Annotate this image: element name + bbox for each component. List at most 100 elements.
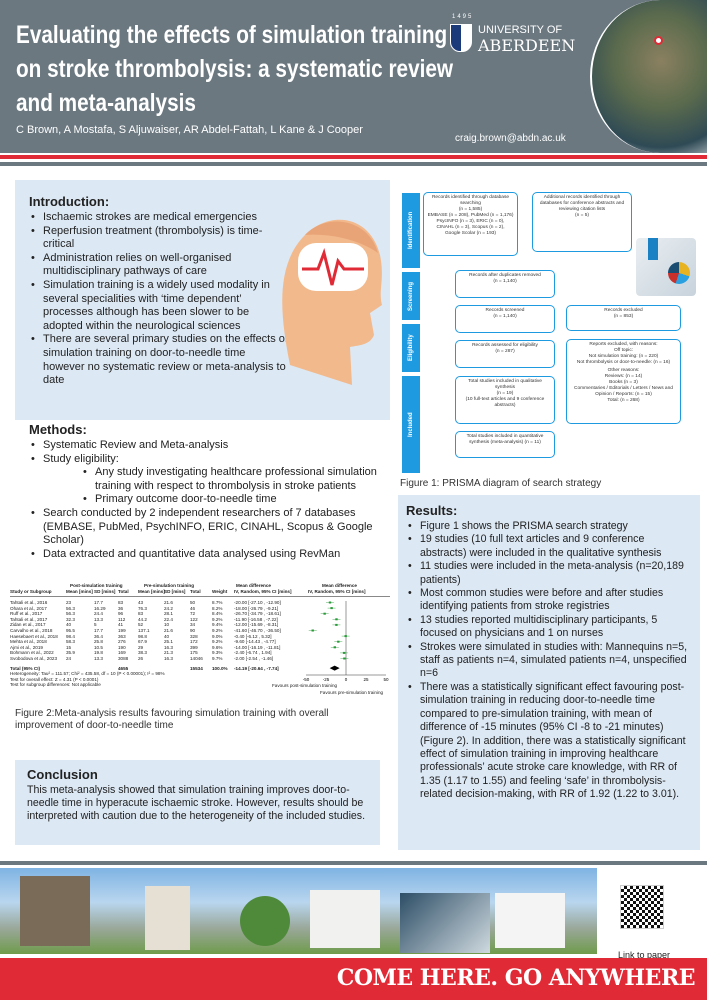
column-header: SD [mins]: [94, 589, 116, 594]
table-cell: -11.90 [-16.58 , -7.22]: [234, 616, 278, 622]
axis-tick-label: 50: [383, 677, 389, 682]
table-cell: 41: [118, 622, 124, 628]
md-plot-header: Mean difference: [322, 583, 357, 588]
table-cell: 83: [138, 611, 144, 617]
poster-title: Evaluating the effects of simulation tra…: [16, 21, 454, 117]
favours-left-label: Favours post-simulation training: [272, 683, 338, 688]
table-cell: -0.40 [-6.12 , 5.32]: [234, 633, 272, 639]
column-header: Total: [190, 589, 201, 594]
table-cell: 10.5: [94, 644, 103, 650]
documents-folder-icon: [636, 238, 696, 296]
table-cell: 276: [118, 639, 126, 645]
table-cell: 40: [164, 633, 170, 639]
heartbeat-icon: [302, 247, 364, 286]
table-cell: 9.2%: [212, 628, 223, 633]
table-cell: 35.9: [66, 650, 75, 656]
table-cell: 122: [190, 616, 198, 622]
prisma-text: Records after duplicates removed: [469, 273, 541, 278]
table-cell: 83: [118, 600, 124, 605]
qr-code[interactable]: [620, 885, 664, 929]
conclusion-heading: Conclusion: [27, 767, 98, 782]
column-header: Mean [mins]: [138, 589, 165, 594]
table-cell: 24.4: [94, 611, 103, 617]
table-cell: 9.6%: [212, 644, 223, 650]
table-cell: 24.2: [164, 605, 173, 611]
intro-item: Administration relies on well-organised …: [29, 252, 289, 279]
table-cell: 4655: [118, 665, 129, 671]
db-records-box: Records identified through database sear…: [423, 192, 518, 256]
logo-line2: ABERDEEN: [478, 36, 576, 55]
prisma-text: (n = 1,585): [458, 207, 483, 212]
prisma-text: Total studies included in qualitative sy…: [468, 379, 542, 390]
table-cell: 100.0%: [212, 665, 228, 671]
table-cell: 19.8: [94, 650, 103, 656]
table-cell: 56.3: [66, 605, 75, 611]
table-cell: 25.1: [164, 639, 173, 645]
table-cell: 9.7%: [212, 656, 223, 661]
prisma-text: (n = 19): [496, 391, 514, 396]
prisma-text: (n = 1,140): [493, 314, 517, 319]
crest-icon: [450, 24, 472, 52]
study-column-header: Study or Subgroup: [10, 589, 52, 594]
table-cell: 95.5: [66, 628, 75, 633]
table-cell: 36: [118, 605, 124, 611]
table-cell: 8.7%: [212, 600, 223, 605]
prisma-text: EMBASE (n = 208), PubMed (n = 1,176): [427, 213, 514, 218]
results-item: Figure 1 shows the PRISMA search strateg…: [406, 520, 692, 534]
table-cell: 24: [66, 656, 72, 661]
prisma-text: Google Scolar (n = 193): [444, 231, 497, 236]
table-cell: 363: [118, 633, 126, 639]
stage-eligibility: Eligibility: [402, 324, 420, 372]
figure1-caption: Figure 1: PRISMA diagram of search strat…: [400, 478, 602, 489]
results-item: Strokes were simulated in studies with: …: [406, 641, 692, 681]
prisma-text: (n = 287): [495, 349, 515, 354]
methods-heading: Methods:: [29, 422, 87, 437]
intro-item: Reperfusion treatment (thrombolysis) is …: [29, 225, 289, 252]
results-item: Most common studies were before and afte…: [406, 587, 692, 614]
forest-note: Heterogeneity: Tau² = 111.57; Chi² = 435…: [10, 671, 165, 676]
table-cell: 112: [118, 616, 126, 622]
study-name: Tahtali et al., 2017: [10, 616, 48, 622]
prisma-text: Reviews: (n = 14): [604, 374, 643, 379]
prisma-text: Books (n = 3): [609, 380, 638, 385]
table-cell: 15: [66, 644, 72, 650]
axis-tick-label: 0: [345, 677, 348, 682]
table-cell: 21.6: [164, 628, 173, 633]
column-header: Mean [mins]: [66, 589, 93, 594]
table-cell: 190: [118, 644, 126, 650]
university-logo: 1495 UNIVERSITY OF ABERDEEN: [450, 14, 580, 70]
prisma-text: Reports excluded, with reasons:: [589, 342, 658, 347]
intro-item: Simulation training is a widely used mod…: [29, 279, 289, 333]
results-item: There was a statistically significant ef…: [406, 681, 692, 802]
table-cell: 76.3: [138, 605, 147, 611]
table-cell: -18.00 [-26.79 , -9.21]: [234, 605, 279, 611]
forest-note: Test for subgroup differences: Not appli…: [10, 682, 101, 687]
column-header: Total: [118, 589, 129, 594]
conclusion-text: This meta-analysis showed that simulatio…: [27, 784, 366, 822]
prisma-text: CINAHL (n = 3), Scopus (n = 2),: [436, 225, 505, 230]
figure2-caption: Figure 2:Meta-analysis results favouring…: [15, 708, 329, 731]
stage-identification: Identification: [402, 193, 420, 268]
table-cell: 8.2%: [212, 605, 223, 611]
table-cell: 21.3: [164, 650, 173, 656]
table-cell: 43: [138, 600, 144, 605]
table-cell: 10: [164, 622, 170, 628]
methods-item: Data extracted and quantitative data ana…: [29, 548, 385, 562]
intro-item: There are several primary studies on the…: [29, 333, 289, 387]
table-cell: 21.6: [164, 600, 173, 605]
location-marker-icon: [654, 36, 663, 45]
group1-header: Post-simulation training: [70, 583, 123, 588]
assessed-eligibility-box: Records assessed for eligibility(n = 287…: [455, 340, 555, 368]
conclusion-section: Conclusion This meta-analysis showed tha…: [15, 760, 380, 845]
campus-buildings-photo: [0, 868, 597, 954]
prisma-text: Other reasons:: [607, 368, 640, 373]
results-item: 13 studies reported multidisciplinary pa…: [406, 614, 692, 641]
head-illustration: [282, 219, 382, 385]
prisma-text: Off topic:: [613, 348, 634, 353]
table-cell: 40: [66, 622, 72, 628]
footer-banner: COME HERE. GO ANYWHERE: [0, 958, 707, 1000]
table-cell: 72: [190, 611, 196, 617]
results-item: 11 studies were included in the meta-ana…: [406, 560, 692, 587]
contact-email[interactable]: craig.brown@abdn.ac.uk: [455, 133, 566, 144]
